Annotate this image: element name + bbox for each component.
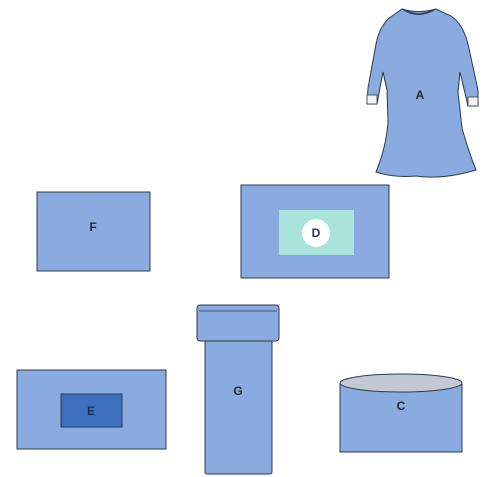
- surgical-gown-icon: A: [367, 9, 478, 177]
- left-cuff: [367, 95, 377, 104]
- flat-drape-icon: F: [37, 192, 150, 271]
- drape-with-panel-icon: E: [17, 370, 166, 449]
- fenestrated-drape-label: D: [312, 226, 321, 240]
- cylinder-cover-icon: G: [197, 305, 279, 474]
- right-cuff: [468, 97, 478, 106]
- drape-with-panel-label: E: [87, 404, 95, 418]
- basin-rim: [340, 374, 462, 392]
- tube-cover-label: G: [233, 384, 242, 398]
- basin-icon: C: [340, 374, 462, 452]
- flat-drape-label: F: [89, 220, 96, 234]
- tube-body: [205, 340, 272, 474]
- basin-label: C: [397, 399, 406, 413]
- tube-cap: [197, 305, 279, 341]
- gown-label: A: [416, 88, 425, 102]
- fenestrated-drape-icon: D: [241, 185, 389, 278]
